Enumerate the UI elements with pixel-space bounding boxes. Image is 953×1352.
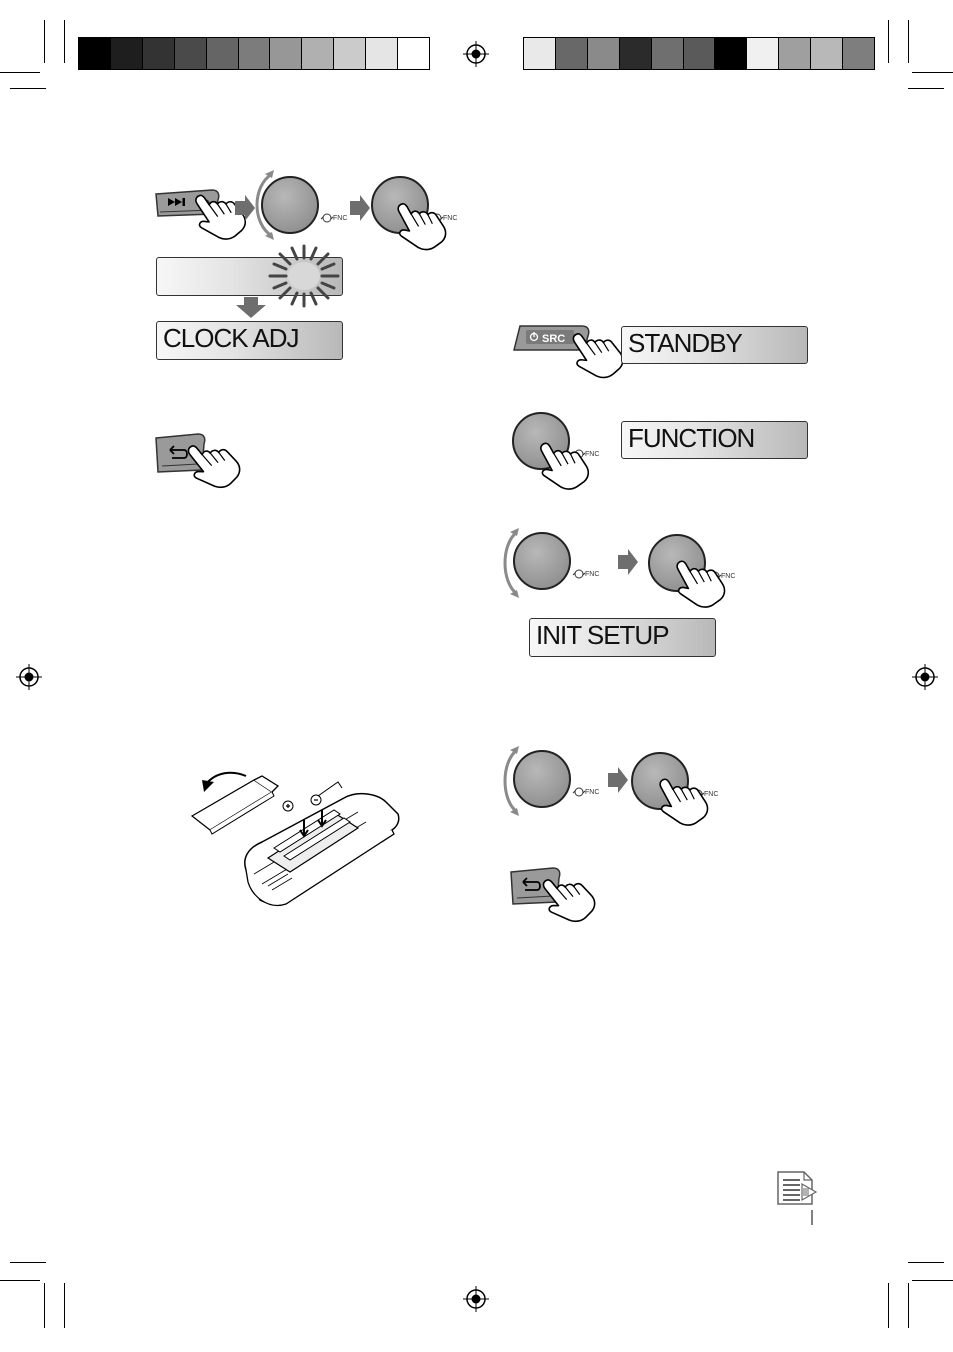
volume-knob-press[interactable]: FNC [511, 410, 611, 500]
color-swatch [334, 38, 366, 69]
remote-battery-illustration [188, 762, 402, 912]
volume-knob-rotate[interactable]: FNC [250, 168, 360, 244]
display-text: INIT SETUP [536, 620, 669, 650]
color-swatch [843, 38, 874, 69]
knob-label: FNC [585, 789, 599, 796]
color-swatch [207, 38, 239, 69]
volume-knob-press[interactable]: FNC [630, 750, 730, 840]
src-label: SRC [542, 333, 565, 345]
step-arrow-icon [608, 766, 630, 794]
color-swatch [556, 38, 588, 69]
registration-mark-right-icon [912, 664, 938, 690]
color-swatch [811, 38, 843, 69]
volume-knob-rotate[interactable]: FNC [505, 744, 615, 820]
color-swatch [79, 38, 111, 69]
step-arrow-icon [618, 548, 640, 576]
volume-knob-press[interactable]: FNC [370, 174, 470, 264]
knob-label: FNC [704, 791, 718, 798]
registration-mark-bottom-icon [463, 1286, 489, 1312]
color-swatch [143, 38, 175, 69]
continued-page-icon [776, 1170, 826, 1226]
display-text: CLOCK ADJ [163, 323, 299, 353]
registration-mark-top-icon [463, 41, 489, 67]
color-swatch [175, 38, 207, 69]
color-swatch [588, 38, 620, 69]
src-button[interactable]: SRC [512, 322, 612, 370]
color-bar-right [523, 37, 875, 70]
knob-label: FNC [333, 215, 347, 222]
display-standby: STANDBY [621, 326, 808, 364]
next-track-button[interactable] [154, 188, 234, 238]
display-function: FUNCTION [621, 421, 808, 459]
knob-label: FNC [585, 451, 599, 458]
knob-label: FNC [443, 215, 457, 222]
knob-label: FNC [721, 573, 735, 580]
color-swatch [111, 38, 143, 69]
color-swatch [715, 38, 747, 69]
color-swatch [302, 38, 334, 69]
display-text: FUNCTION [628, 423, 754, 453]
display-text: STANDBY [628, 328, 742, 358]
blink-burst-icon [262, 243, 346, 309]
volume-knob-rotate[interactable]: FNC [505, 526, 615, 602]
display-init-setup: INIT SETUP [529, 618, 716, 657]
registration-mark-left-icon [16, 664, 42, 690]
back-button[interactable] [509, 866, 595, 926]
color-swatch [270, 38, 302, 69]
display-clock-adj: CLOCK ADJ [156, 321, 343, 360]
color-swatch [524, 38, 556, 69]
color-bar-left [78, 37, 430, 70]
color-swatch [652, 38, 684, 69]
color-swatch [239, 38, 271, 69]
color-swatch [747, 38, 779, 69]
volume-knob-press[interactable]: FNC [647, 532, 747, 622]
color-swatch [779, 38, 811, 69]
back-button[interactable] [154, 432, 240, 492]
knob-label: FNC [585, 571, 599, 578]
color-swatch [684, 38, 716, 69]
color-swatch [620, 38, 652, 69]
step-arrow-icon [350, 194, 372, 222]
color-swatch [366, 38, 398, 69]
down-arrow-icon [234, 297, 268, 319]
color-swatch [398, 38, 429, 69]
